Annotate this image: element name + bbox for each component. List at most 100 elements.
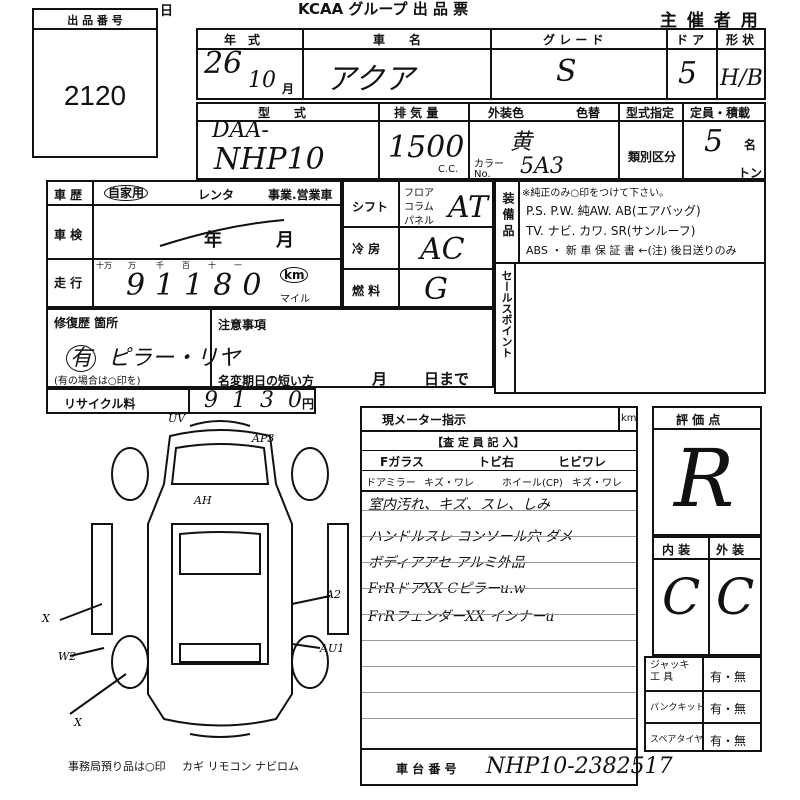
digit-label-100: 百 (182, 261, 190, 270)
form-title: KCAA グループ 出 品 票 (298, 0, 469, 18)
comment-4: FrRドアXX Cピラーu.w (368, 581, 526, 597)
ac-value: AC (420, 232, 465, 267)
shift-panel: パネル (404, 216, 434, 227)
mark-x: X (41, 612, 51, 625)
ton-unit: トン (738, 166, 763, 180)
equipment-line1: P.S. P.W. 純AW. AB(エアバッグ) (526, 204, 701, 218)
mileage-label: 走 行 (54, 276, 83, 290)
repair-note: (有の場合は○印を) (54, 376, 141, 387)
car-diagram: UV AP3 AH A2 AU1 X W2 X (41, 414, 349, 738)
crack-label: ヒビワレ (558, 455, 607, 469)
score-value: R (674, 432, 735, 525)
color-no-label: カラー No. (474, 159, 504, 180)
sales-point-label: セールスポイント (500, 270, 513, 358)
transfer-label: 名変期日の短い方 (218, 374, 315, 388)
equipment-line3: ABS ・ 新 車 保 証 書 ←(注) 後日送りのみ (526, 244, 737, 257)
color-label: 外装色 (488, 106, 525, 120)
repair-detail: ピラー・リヤ (108, 346, 241, 371)
capacity-unit: 名 (744, 138, 757, 152)
mark-uv: UV (168, 414, 186, 425)
digit-label-100k: 十万 (96, 261, 112, 270)
fuel-label: 燃 料 (352, 284, 381, 298)
comment-3: ボディアアセ アルミ外品 (368, 555, 526, 571)
extra-puncture-value: 有・無 (710, 702, 747, 716)
model-label: 型 式 (258, 106, 307, 120)
extra-spare-value: 有・無 (710, 734, 747, 748)
class-label: 類別区分 (628, 150, 677, 164)
ac-label: 冷 房 (352, 242, 381, 256)
model-line2: NHP10 (214, 142, 325, 177)
mileage-value: 91180 (126, 268, 272, 303)
shift-value: AT (448, 190, 489, 225)
transfer-day: 日まで (424, 370, 470, 388)
meter-unit: km (621, 413, 637, 424)
transfer-month: 月 (372, 370, 388, 388)
color-no-value: 5A3 (520, 154, 564, 179)
repair-notes-block: 修復歴 箇所 有 ピラー・リヤ (有の場合は○印を) 注意事項 名変期日の短い方… (46, 308, 494, 388)
fuel-value: G (424, 272, 448, 307)
history-block: 車 歴 自家用 レンタ 事業.営業車 車 検 年 月 走 行 十万 万 千 百 … (46, 180, 342, 308)
row-vehicle: 年 式 車 名 グ レ ー ド ド ア 形 状 26 10 月 アクア S 5 … (196, 28, 766, 100)
shape-value: H/B (720, 66, 763, 91)
comment-1: 室内汚れ、キズ、スレ、しみ (368, 497, 551, 513)
repair-value: 有 (66, 345, 97, 372)
organizer-stamp: 主 催 者 用 (660, 11, 760, 31)
mark-x-rear: X (73, 716, 83, 729)
wheel-label: ホイール(CP) (502, 478, 563, 489)
sales-point-area (514, 262, 766, 394)
shift-label: シフト (352, 200, 389, 214)
grade-value: S (556, 54, 577, 89)
door-label: ド ア (676, 33, 705, 47)
displacement-value: 1500 (388, 130, 465, 165)
mirror-value: キズ・ワレ (424, 478, 474, 489)
corner-char: 日 (160, 4, 174, 19)
shift-column: コラム (404, 202, 434, 213)
business-label: 事業.営業車 (268, 188, 333, 202)
comment-2: ハンドルスレ コンソール穴 ダメ (368, 529, 573, 545)
grade-label: グ レ ー ド (543, 33, 604, 47)
shift-floor: フロア (404, 188, 434, 199)
wheel-value: キズ・ワレ (572, 478, 622, 489)
history-label: 車 歴 (54, 188, 83, 202)
month-unit: 月 (282, 82, 295, 96)
digit-label-1: 一 (234, 261, 242, 270)
name-label: 車 名 (373, 33, 422, 47)
meter-label: 現メーター指示 (382, 413, 467, 427)
extra-jack-value: 有・無 (710, 670, 747, 684)
chassis-label: 車 台 番 号 (396, 762, 457, 776)
office-note: 事務局預り品は○印 (68, 760, 166, 773)
mile-unit: マイル (280, 294, 310, 305)
glass-value: トビ右 (478, 455, 515, 469)
displacement-unit: C.C. (438, 164, 459, 175)
month-value: 10 (248, 68, 276, 93)
extra-spare-label: スペアタイヤ (650, 735, 704, 745)
color-value: 黄 (510, 130, 533, 155)
glass-label: Fガラス (380, 455, 424, 469)
recycle-value: 9130 (204, 388, 316, 413)
recycle-unit: 円 (302, 397, 315, 411)
score-block: 評 価 点 R (652, 406, 762, 536)
extra-puncture-label: パンクキット (650, 703, 705, 713)
model-line1: DAA- (212, 118, 269, 143)
interior-label: 内 装 (662, 543, 691, 557)
car-name: アクア (326, 62, 415, 97)
digit-label-10: 十 (208, 261, 216, 270)
sales-point-box: セールスポイント (494, 262, 516, 394)
inspection-label: 車 検 (54, 228, 83, 242)
mark-au1: AU1 (319, 642, 344, 655)
int-ext-block: 内 装 外 装 C C (652, 536, 762, 656)
lot-label: 出 品 番 号 (67, 14, 123, 27)
mark-ah: AH (193, 494, 212, 507)
lot-box: 出 品 番 号 2120 (32, 8, 158, 158)
mark-ap3: AP3 (251, 432, 274, 445)
equipment-note: ※純正のみ○印をつけて下さい。 (522, 188, 670, 199)
mirror-label: ドアミラー (366, 478, 416, 489)
shape-label: 形 状 (726, 33, 755, 47)
extra-jack-label: ジャッキ 工 具 (650, 660, 690, 683)
year-label: 年 式 (224, 33, 261, 47)
mark-a2: A2 (325, 588, 341, 601)
exterior-value: C (716, 568, 755, 626)
inspector-block: 現メーター指示 km 【査 定 員 記 入】 Fガラス トビ右 ヒビワレ ドアミ… (360, 406, 638, 786)
displacement-label: 排 気 量 (394, 106, 439, 120)
exterior-label: 外 装 (716, 543, 745, 557)
